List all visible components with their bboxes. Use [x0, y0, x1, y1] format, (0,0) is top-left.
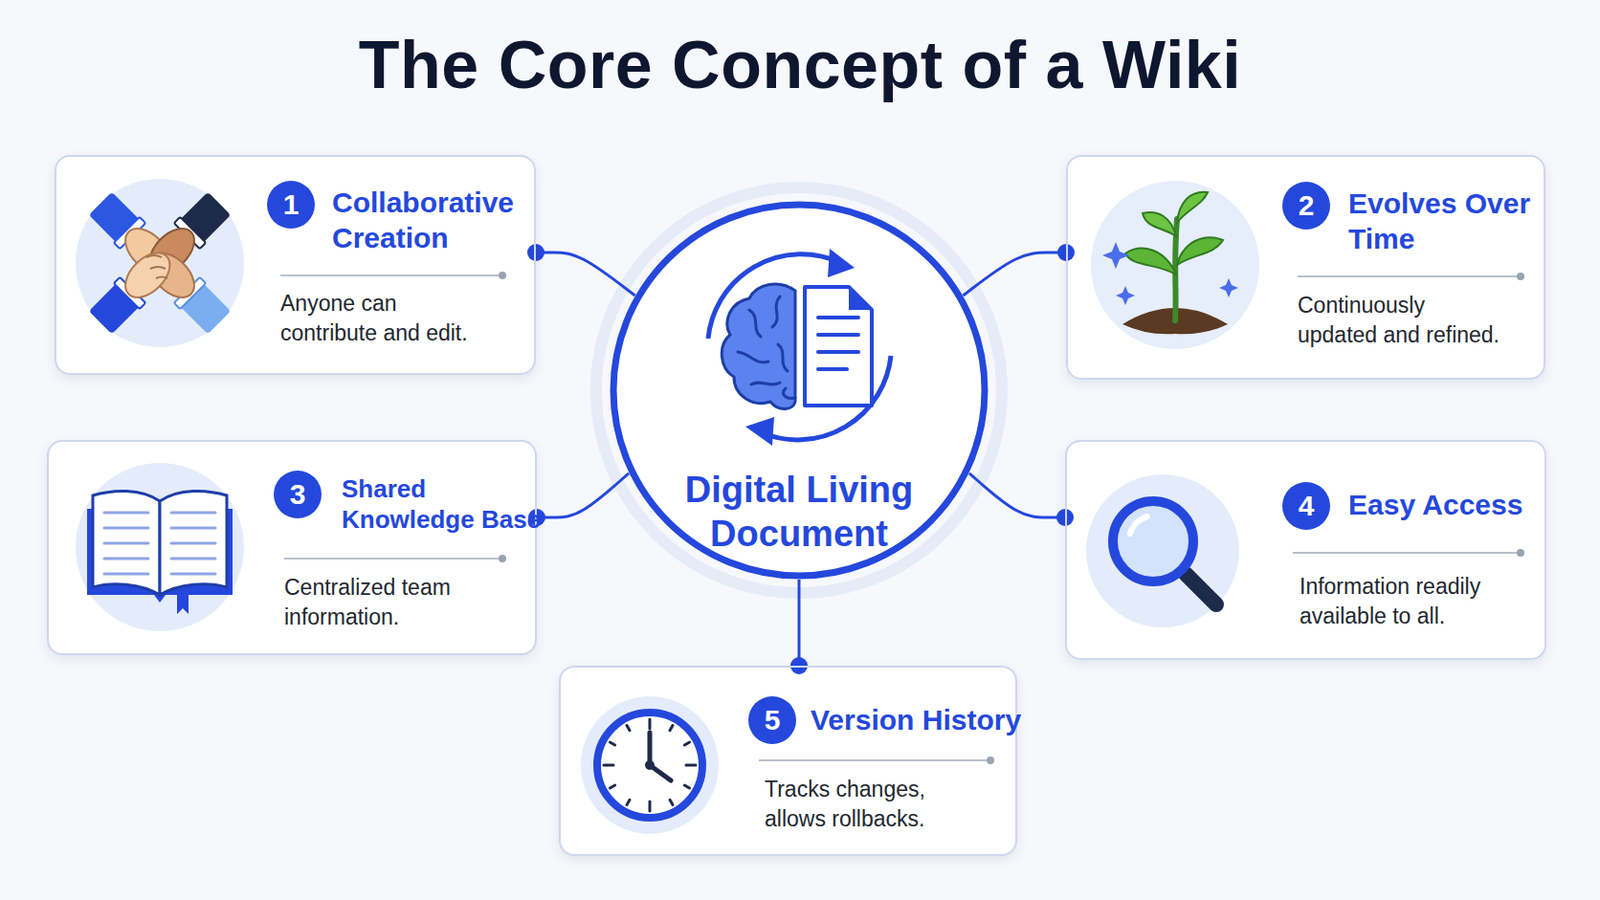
divider-line	[284, 557, 502, 560]
callout-number: 1	[266, 180, 315, 229]
box-heading: Collaborative Creation	[332, 185, 543, 256]
clock-tick	[609, 785, 615, 789]
book-icon	[75, 463, 245, 632]
connector-dot	[527, 244, 545, 262]
callout-number: 5	[748, 696, 797, 745]
hands-icon	[75, 178, 245, 348]
clock-tick	[603, 764, 614, 768]
box-heading: Evolves Over Time	[1348, 186, 1559, 257]
divider-dot	[1516, 549, 1525, 557]
divider-line	[1292, 552, 1520, 555]
box-heading: Version History	[810, 703, 1031, 739]
box-fill	[1065, 440, 1547, 661]
divider-dot	[498, 555, 507, 563]
divider-dot	[986, 756, 995, 765]
connector-group	[962, 244, 1075, 296]
callout-number: 4	[1282, 482, 1331, 531]
box-heading: Easy Access	[1348, 488, 1559, 524]
clock-tick	[626, 800, 630, 805]
title: The Core Concept of a Wiki	[0, 26, 1600, 104]
circle-ring	[613, 204, 985, 577]
connector	[798, 579, 801, 667]
clock-tick	[648, 719, 652, 730]
divider-line	[758, 759, 990, 762]
connector-group	[790, 579, 808, 675]
concept-box: 4Easy AccessInformation readily availabl…	[1065, 440, 1547, 661]
divider-dot	[498, 271, 507, 280]
circle-fill	[609, 200, 989, 580]
clock-icon	[580, 696, 719, 835]
clock-tick	[626, 725, 630, 731]
callout-number: 2	[1282, 181, 1331, 230]
box-body: Anyone can contribute and edit.	[280, 288, 491, 350]
connector-group	[969, 473, 1074, 527]
box-body: Information readily available to all.	[1299, 572, 1511, 633]
connector	[535, 252, 636, 296]
concept-box: 1Collaborative CreationAnyone can contri…	[54, 155, 536, 376]
box-body: Continuously updated and refined.	[1297, 290, 1509, 352]
connector	[969, 473, 1066, 518]
box-body: Centralized team information.	[284, 573, 495, 634]
box-fill	[46, 440, 537, 656]
divider-line	[280, 274, 502, 277]
center-label: Digital Living Document	[655, 468, 943, 556]
connector-group	[528, 473, 629, 527]
concept-box: 3Shared Knowledge BaseCentralized team i…	[46, 440, 537, 656]
divider-dot	[1516, 272, 1525, 281]
connector	[536, 473, 629, 518]
clock-tick	[686, 764, 696, 768]
clock-tick	[609, 742, 615, 746]
connector	[962, 252, 1067, 296]
brain-document-icon	[708, 248, 891, 446]
center-circle: Digital Living Document	[609, 200, 989, 580]
box-fill	[558, 666, 1018, 857]
box-heading: Shared Knowledge Base	[341, 474, 548, 535]
clock-tick	[669, 800, 673, 805]
clock-tick	[684, 742, 689, 746]
plant-icon	[1090, 180, 1260, 350]
divider-line	[1297, 275, 1520, 278]
connector-group	[527, 244, 636, 296]
concept-box: 2Evolves Over TimeContinuously updated a…	[1066, 155, 1546, 380]
clock-tick	[669, 725, 673, 731]
concept-box: 5Version HistoryTracks changes, allows r…	[558, 666, 1018, 857]
clock-tick	[684, 785, 689, 789]
box-body: Tracks changes, allows rollbacks.	[764, 775, 976, 836]
clock-tick	[648, 801, 652, 812]
callout-number: 3	[273, 470, 322, 519]
circle-halo	[596, 187, 1002, 594]
magnifier-icon	[1086, 474, 1240, 628]
